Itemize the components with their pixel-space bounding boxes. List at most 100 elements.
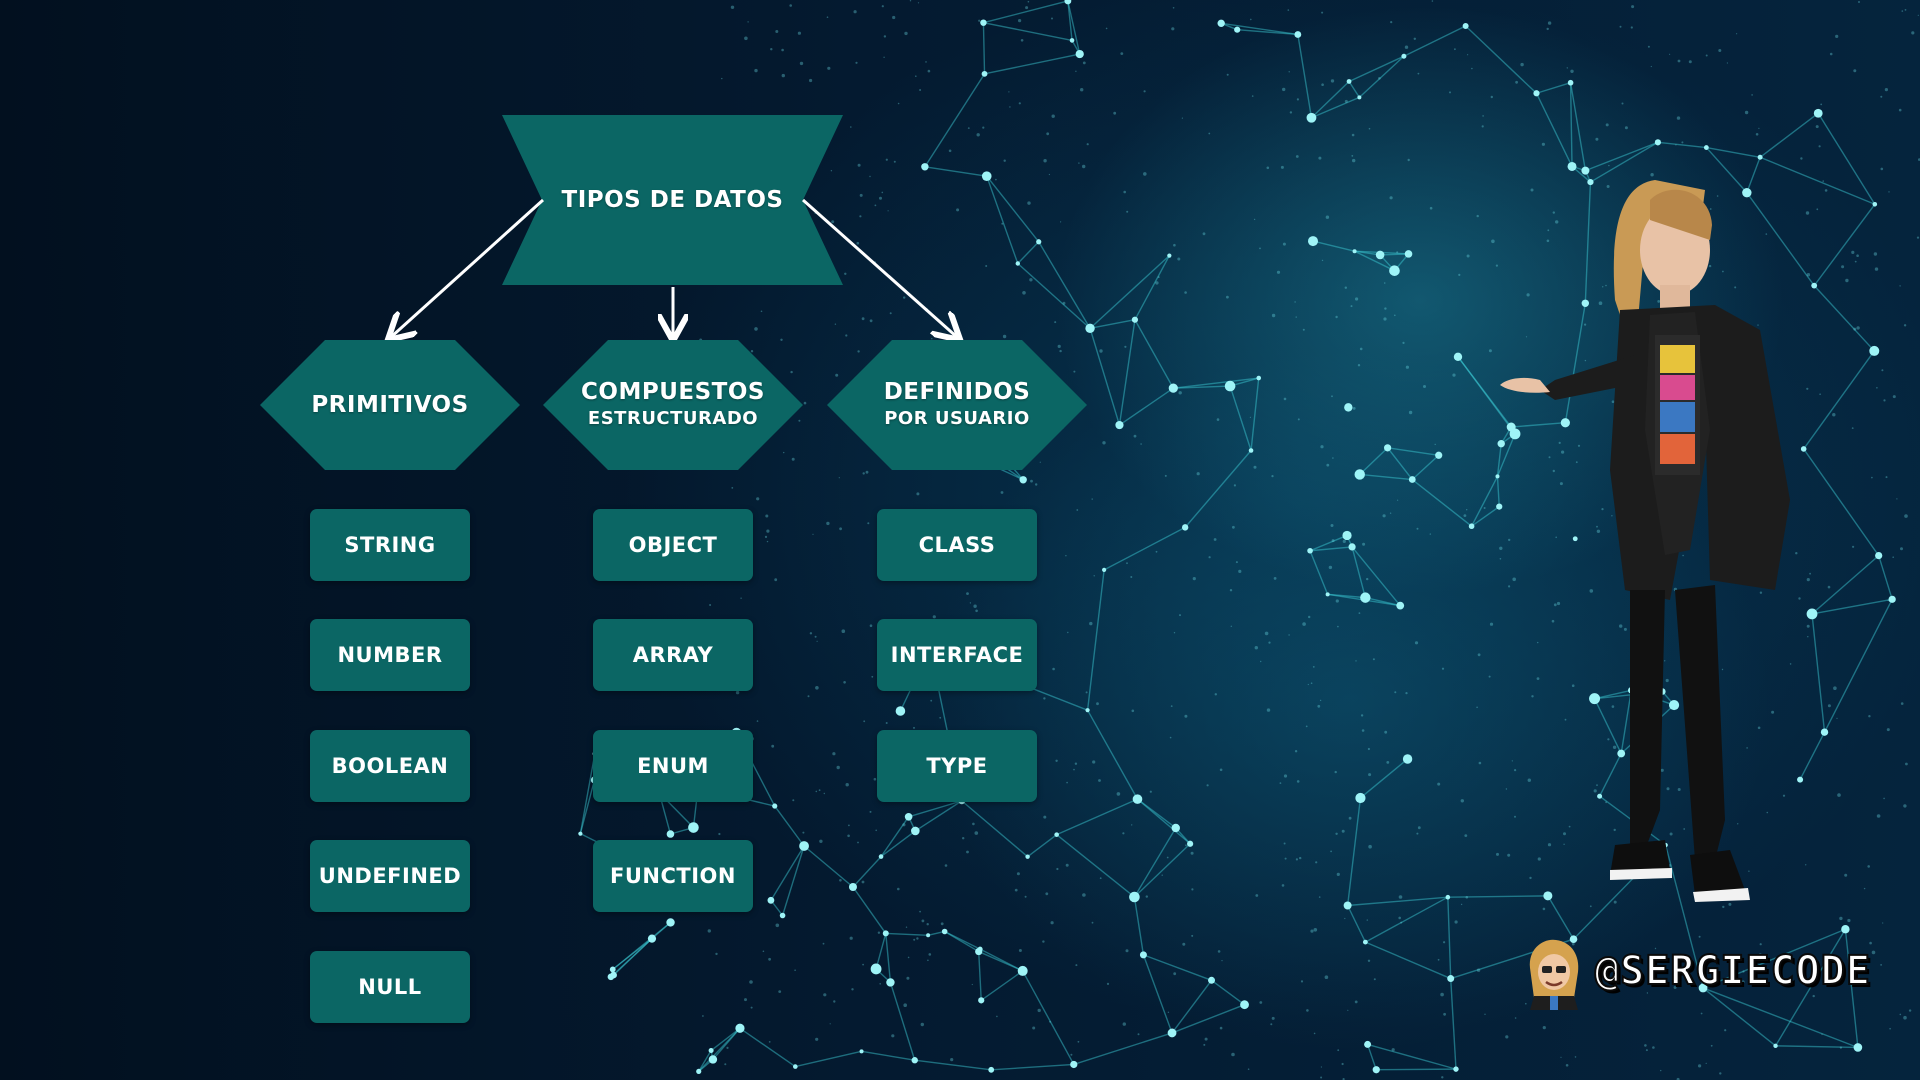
network-dust [1359,347,1363,351]
network-dust [1238,569,1242,574]
network-dust [1555,536,1557,539]
network-dust [1615,977,1619,981]
network-dust [1478,761,1482,765]
network-line [986,175,1019,264]
network-dust [897,887,900,891]
network-dust [1065,555,1067,557]
network-dust [1536,677,1540,680]
network-node [1569,935,1578,943]
network-dust [1612,745,1617,749]
network-line [1774,928,1846,1047]
network-dust [1055,759,1058,762]
network-dust [1367,959,1371,962]
network-dust [1904,514,1908,518]
network-dust [1556,601,1561,606]
network-node [1773,1043,1778,1049]
network-dust [978,19,981,22]
network-dust [1221,960,1223,962]
network-dust [1853,69,1857,73]
network-dust [1000,491,1004,494]
network-dust [1294,750,1298,753]
network-dust [1454,48,1456,51]
network-line [712,1027,741,1060]
network-dust [1555,220,1559,224]
network-node [1167,1028,1177,1038]
network-dust [1698,935,1701,938]
network-dust [916,492,920,496]
network-dust [1295,155,1299,158]
network-dust [1086,143,1089,146]
network-line [1706,146,1761,158]
network-node [1811,282,1818,289]
network-dust [932,615,936,619]
network-dust [1172,7,1175,9]
network-dust [1654,947,1657,950]
network-dust [826,16,829,19]
network-dust [962,837,965,840]
network-dust [850,126,852,128]
network-node [767,896,775,904]
network-dust [1281,884,1285,887]
network-dust [730,5,735,9]
network-dust [862,963,864,966]
network-dust [1809,572,1811,575]
network-node [981,171,992,181]
network-line [710,1027,741,1052]
network-dust [1824,189,1828,192]
network-dust [1082,164,1086,169]
network-line [1346,905,1367,943]
network-dust [792,799,795,802]
network-dust [1122,832,1125,835]
network-line [1657,141,1707,149]
network-dust [1342,539,1346,544]
network-dust [848,824,850,827]
network-dust [1259,1001,1263,1004]
network-dust [1022,291,1026,295]
network-dust [1575,461,1578,464]
network-dust [1046,132,1050,136]
network-dust [1173,632,1176,634]
network-dust [1390,21,1393,24]
network-line [880,830,916,858]
network-dust [1231,1052,1235,1057]
network-dust [1514,815,1516,818]
network-node [610,971,617,979]
network-line [1351,546,1401,607]
network-dust [1266,708,1271,712]
network-dust [1092,760,1096,764]
network-dust [1515,80,1518,84]
network-line [1103,526,1186,571]
network-node [1703,145,1709,150]
network-dust [917,2,920,4]
social-handle: @SERGIECODE [1594,947,1871,995]
network-dust [831,220,835,224]
network-dust [1191,888,1194,891]
network-line [978,951,982,1001]
network-dust [1876,387,1878,389]
network-dust [843,681,846,684]
network-dust [1204,1037,1208,1041]
network-dust [1806,387,1809,390]
category-subtitle: ESTRUCTURADO [587,408,759,430]
network-dust [1460,903,1463,906]
leaf-undefined: UNDEFINED [310,840,470,912]
network-dust [1827,585,1831,589]
network-dust [1863,887,1866,890]
network-dust [1888,191,1890,193]
network-line [1142,954,1173,1034]
network-dust [1589,905,1592,908]
network-line [852,856,882,888]
network-dust [1211,978,1215,981]
network-line [1569,82,1573,167]
network-dust [1742,970,1745,973]
network-dust [1192,577,1196,581]
network-line [1089,255,1170,329]
network-dust [1169,736,1172,739]
network-dust [1341,1062,1344,1066]
network-dust [1336,872,1340,877]
network-node [1800,446,1807,452]
network-node [1294,31,1302,38]
network-node [1168,383,1178,393]
network-dust [1737,823,1739,825]
network-line [1811,613,1826,733]
